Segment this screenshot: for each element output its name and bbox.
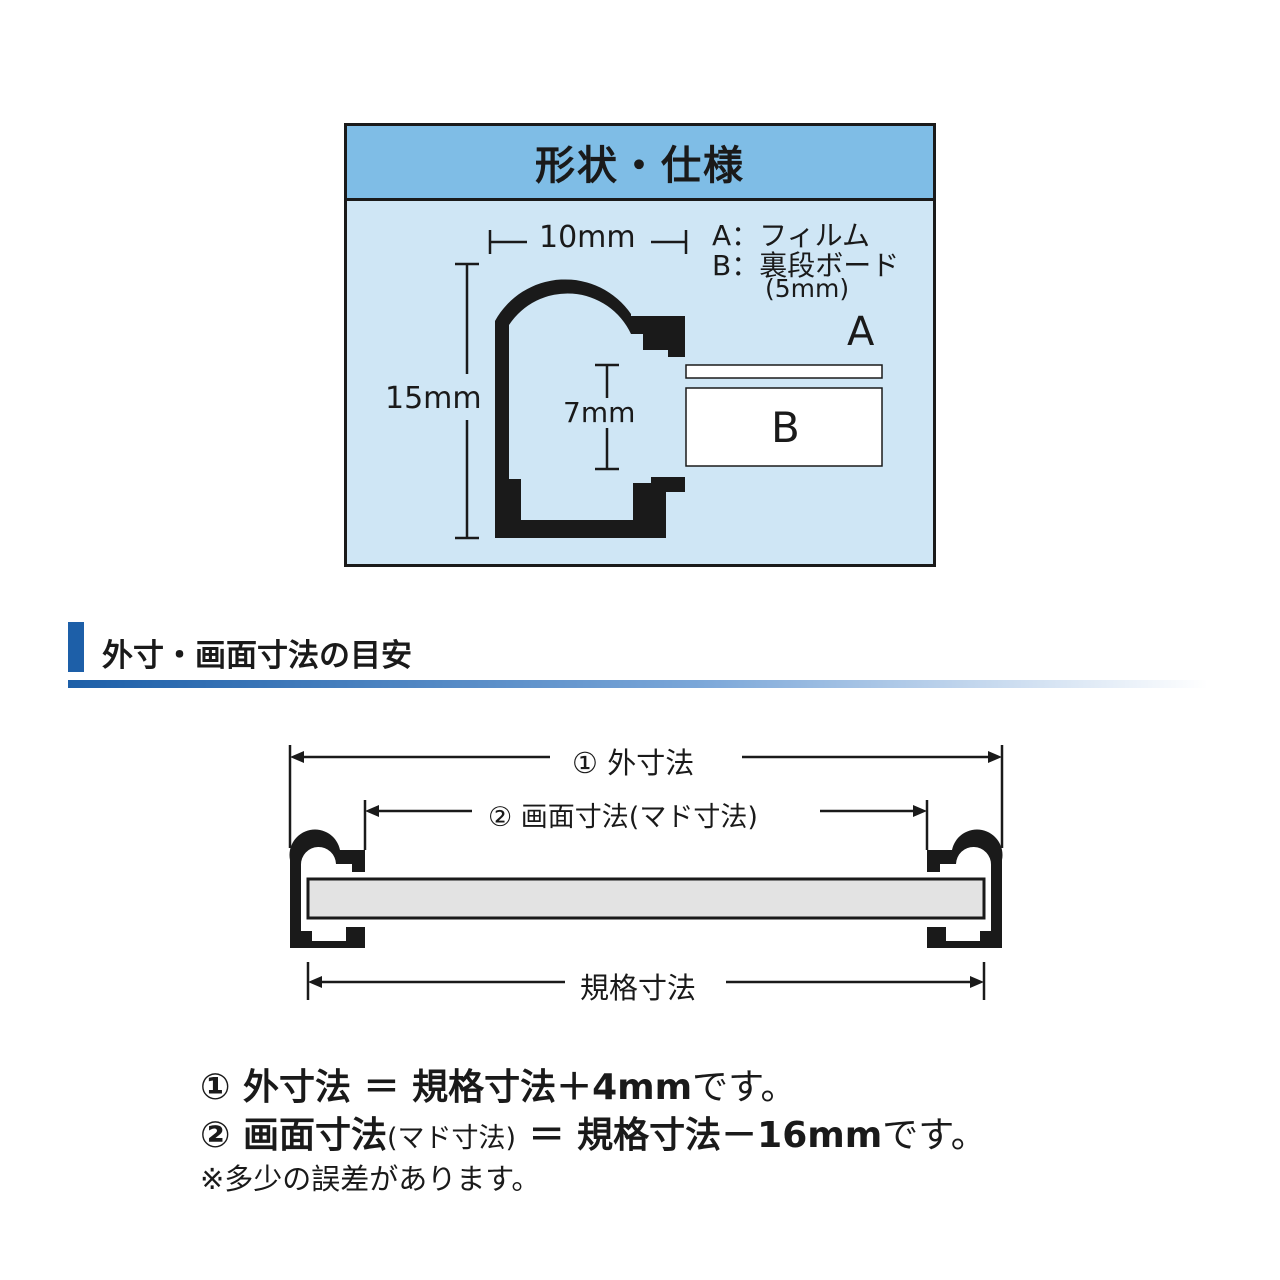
section-title: 外寸・画面寸法の目安 [102,638,412,674]
dimension-diagram [288,745,1004,1000]
note-outer-lead: ① 外寸法 ＝ 規格寸法＋4mm [200,1067,693,1108]
note-screen-mid: ＝ 規格寸法－16mm [516,1115,883,1156]
standard-dimension-label: 規格寸法 [580,971,697,1005]
spec-title: 形状・仕様 [347,126,933,201]
film-a [685,364,883,379]
left-frame-profile [289,829,365,948]
screen-dimension-label: ② 画面寸法(マド寸法) [488,802,758,833]
section-underline [68,680,1208,688]
section-accent-bar [68,622,84,672]
legend-a: A：フィルム [712,219,871,252]
legend-b: B：裏段ボード [712,249,900,282]
width-dimension [488,230,688,254]
spec-panel: 形状・仕様 10mm 15mm 7mm A：フィル [344,123,936,567]
inner-label: 7mm [563,396,636,429]
label-b: B [771,403,800,452]
note-screen-tail: です。 [882,1115,987,1156]
outer-dimension-label: ① 外寸法 [572,746,695,780]
note-screen-paren: (マド寸法) [387,1123,517,1154]
board-b [685,387,883,467]
note-screen: ② 画面寸法(マド寸法) ＝ 規格寸法－16mmです。 [200,1106,987,1158]
footnote: ※多少の誤差があります。 [200,1162,541,1196]
note-screen-lead: ② 画面寸法 [200,1115,388,1156]
inner-dimension [595,363,619,471]
right-frame-profile [927,829,1003,948]
frame-profile-diagram [455,230,883,540]
frame-board [306,877,986,920]
height-dimension [455,262,479,540]
legend-b-sub: (5mm) [765,274,850,303]
note-outer-tail: です。 [692,1067,797,1108]
width-label: 10mm [539,220,636,255]
height-label: 15mm [385,381,482,416]
frame-profile [495,279,685,538]
note-outer: ① 外寸法 ＝ 規格寸法＋4mmです。 [200,1058,797,1110]
label-a: A [847,309,875,355]
